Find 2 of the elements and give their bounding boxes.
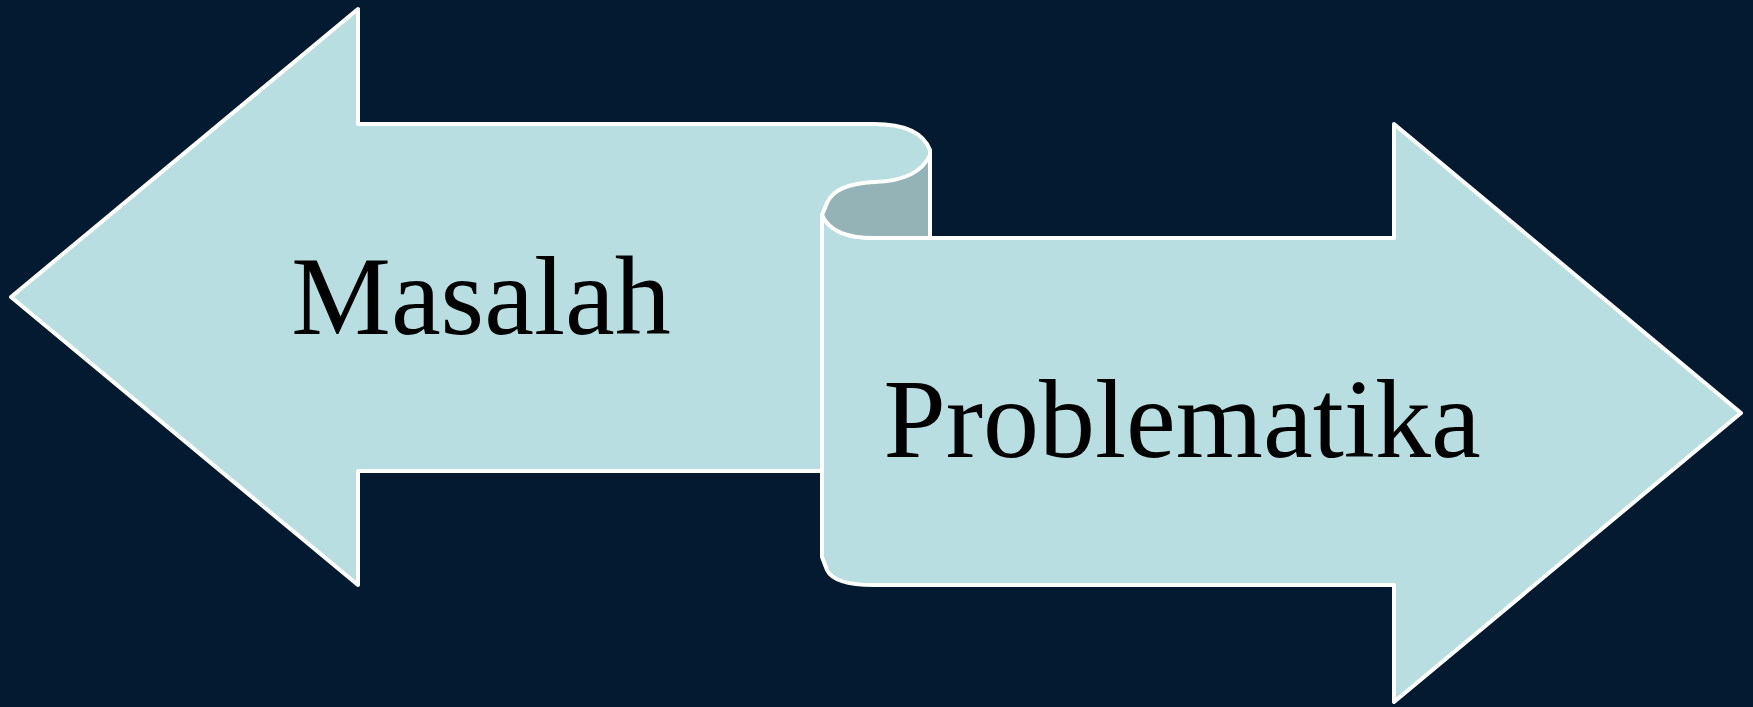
arrow-label: Masalah <box>291 240 671 352</box>
arrow-label: Problematika <box>883 363 1481 475</box>
